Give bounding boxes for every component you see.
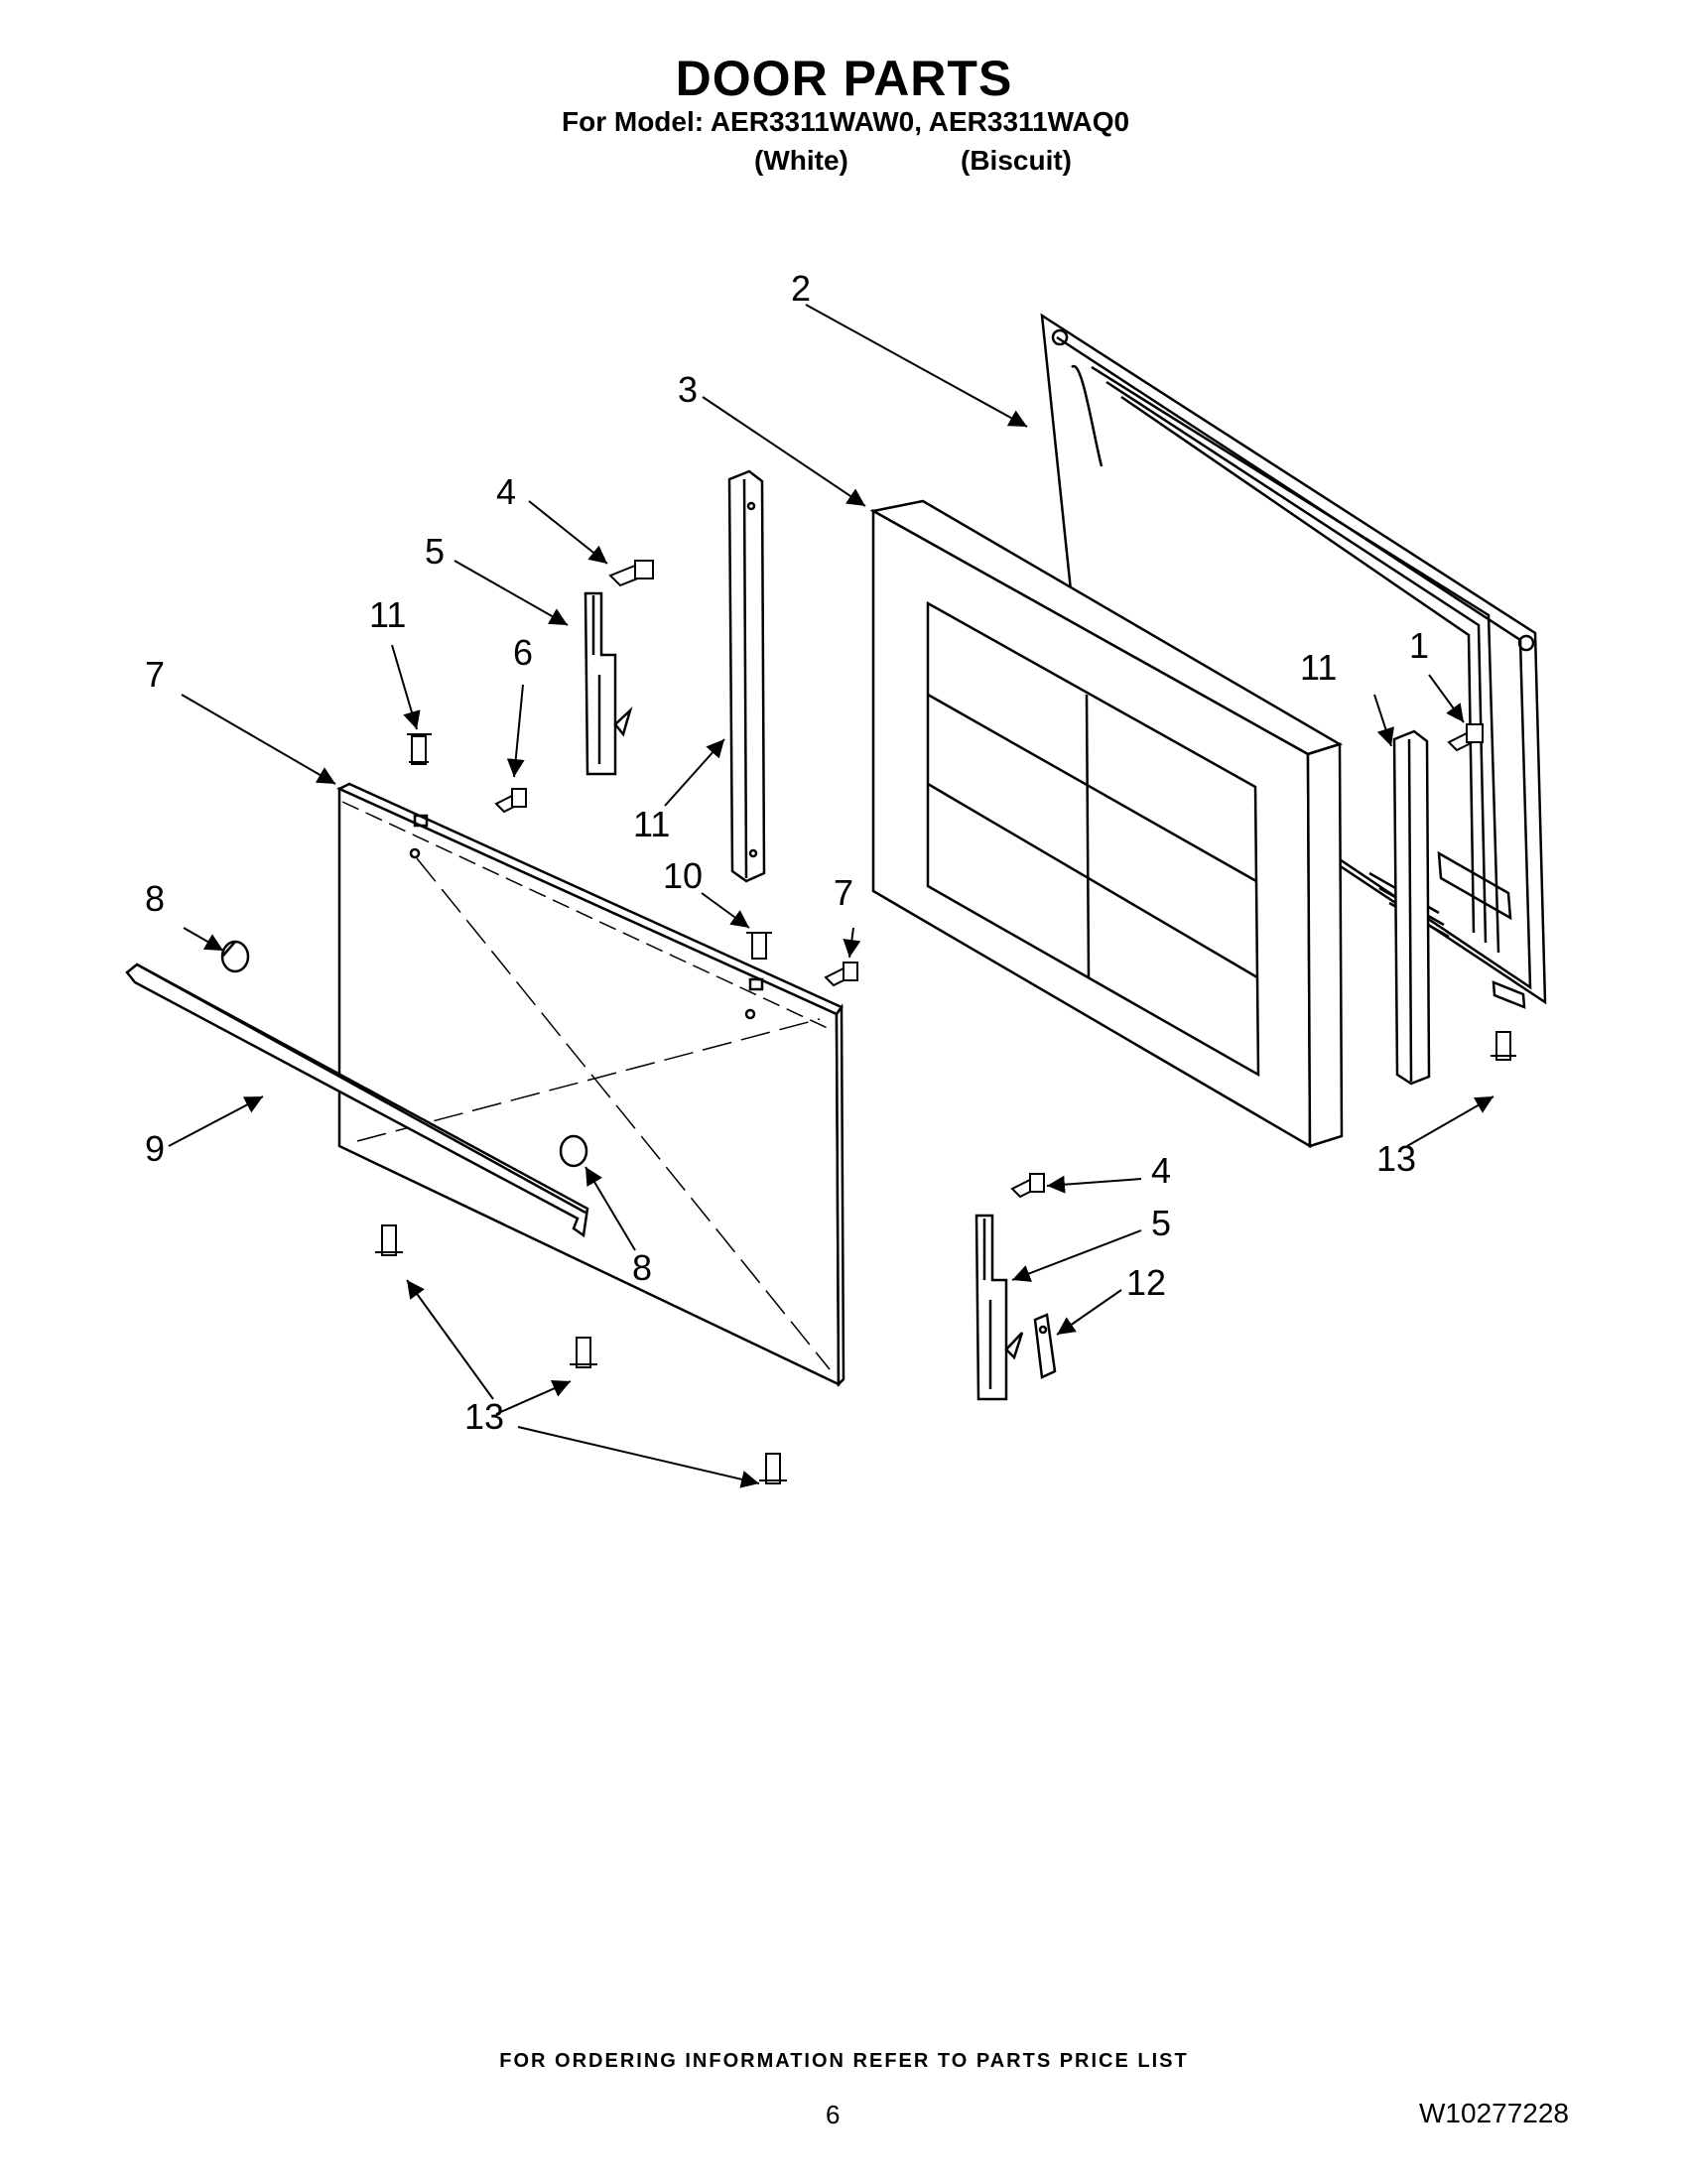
callout-5-upper: 5 [425, 531, 445, 572]
screw-part-6 [494, 788, 527, 814]
callout-5-lower: 5 [1151, 1203, 1171, 1243]
callout-2: 2 [791, 268, 811, 309]
model-line: For Model: AER3311WAW0, AER3311WAQ0 [562, 106, 1130, 137]
screw-part-4-upper [608, 560, 654, 587]
callout-8-left: 8 [145, 878, 165, 919]
door-hinge-lower [974, 1214, 1024, 1401]
screw-part-10 [746, 932, 772, 960]
screw-part-13-a [375, 1224, 403, 1256]
hinge-receptacle-plate [1033, 1313, 1057, 1379]
callout-7-right: 7 [834, 872, 853, 913]
callout-11-middle: 11 [633, 804, 670, 844]
page-title: DOOR PARTS [675, 51, 1013, 106]
handle-spacer-left [220, 940, 250, 973]
screw-part-7-right [824, 962, 858, 987]
variant-white-label: (White) [754, 145, 848, 176]
callout-7-left: 7 [145, 654, 165, 695]
page-number: 6 [826, 2100, 841, 2129]
callout-6: 6 [513, 632, 533, 673]
callout-11-right: 11 [1300, 647, 1337, 688]
ordering-note: FOR ORDERING INFORMATION REFER TO PARTS … [499, 2050, 1189, 2072]
handle-spacer-right [559, 1134, 588, 1168]
callout-numbers: 2 3 4 5 11 6 7 11 10 7 8 9 8 11 1 13 4 5… [145, 268, 1429, 1437]
document-number: W10277228 [1419, 2098, 1570, 2128]
screw-part-11-upper [407, 733, 432, 765]
door-handle [125, 963, 589, 1238]
callout-9: 9 [145, 1128, 165, 1169]
callout-4-upper: 4 [496, 471, 516, 512]
door-side-trim-right [1392, 729, 1431, 1086]
callout-12: 12 [1126, 1262, 1166, 1303]
callout-13-right: 13 [1376, 1138, 1416, 1179]
variant-biscuit-label: (Biscuit) [961, 145, 1072, 176]
callout-4-lower: 4 [1151, 1150, 1171, 1191]
callout-8-right: 8 [632, 1247, 652, 1288]
callout-1: 1 [1409, 625, 1429, 666]
screw-part-13-c [759, 1453, 787, 1484]
outer-door-panel [336, 782, 845, 1388]
door-side-trim-left [727, 469, 766, 883]
screw-part-1 [1447, 723, 1484, 752]
callout-3: 3 [678, 369, 698, 410]
screw-part-13-right [1491, 1031, 1516, 1061]
door-glass-assembly [869, 499, 1344, 1149]
screw-part-4-lower [1010, 1173, 1045, 1199]
leader-arrows [168, 304, 1494, 1488]
callout-11-upper: 11 [369, 594, 406, 635]
screws [375, 560, 1516, 1484]
callout-13-lower: 13 [464, 1396, 504, 1437]
screw-part-13-b [570, 1337, 597, 1368]
door-hinge-upper [584, 591, 633, 776]
callout-10: 10 [663, 855, 703, 896]
